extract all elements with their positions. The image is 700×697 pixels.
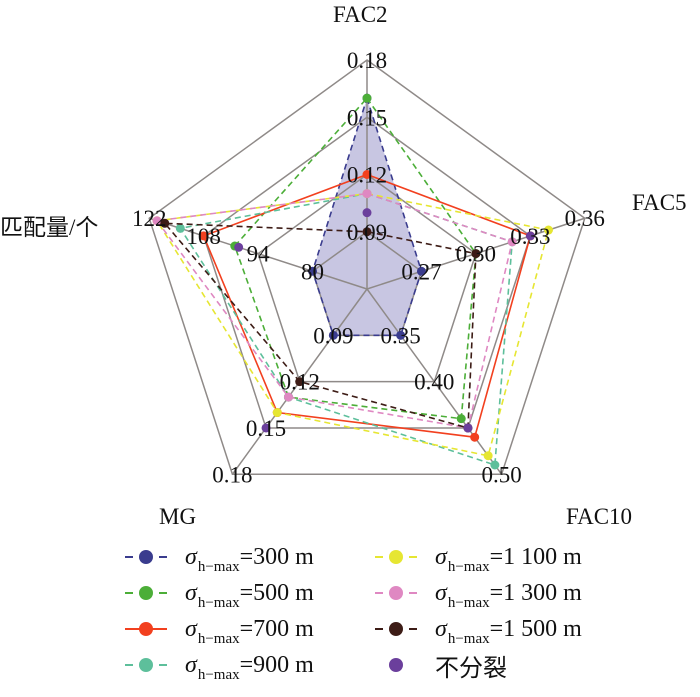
- tick-label: 0.30: [456, 242, 496, 267]
- data-point: [471, 249, 481, 259]
- series-line: [233, 96, 477, 420]
- data-point: [234, 242, 244, 252]
- series-line: [155, 192, 514, 429]
- data-point: [483, 451, 493, 461]
- data-point: [295, 377, 305, 387]
- axis-title-fac5: FAC5: [632, 190, 687, 215]
- grid-ring: [257, 173, 477, 383]
- tick-label: 0.35: [381, 323, 421, 348]
- data-point: [525, 231, 535, 241]
- legend-sigma: σ: [435, 615, 447, 642]
- legend-label: =1 500 m: [489, 615, 582, 642]
- axis-spoke: [148, 217, 368, 290]
- data-point: [160, 218, 170, 228]
- data-point: [362, 170, 372, 179]
- data-point: [261, 423, 271, 433]
- legend-label: 不分裂: [435, 655, 507, 682]
- tick-label: 0.50: [481, 462, 521, 487]
- data-point: [175, 223, 185, 233]
- legend-marker-icon: [125, 547, 167, 567]
- legend-subscript: h−max: [447, 594, 490, 611]
- data-point: [283, 392, 293, 402]
- data-point: [507, 237, 517, 247]
- tick-label: 0.15: [347, 105, 387, 130]
- legend-label: =900 m: [239, 651, 314, 678]
- data-point: [272, 408, 282, 418]
- axis-title-fac2: FAC2: [333, 2, 388, 27]
- legend-label: =700 m: [239, 615, 314, 642]
- data-point: [308, 266, 318, 276]
- axis-title-fac10: FAC10: [566, 504, 633, 529]
- legend-label: =500 m: [239, 579, 314, 606]
- data-point: [362, 208, 372, 218]
- data-point: [543, 225, 553, 235]
- tick-label: 0.09: [347, 220, 387, 245]
- tick-label: 0.15: [246, 416, 286, 441]
- legend-sigma: σ: [185, 579, 197, 606]
- legend-sigma: σ: [435, 579, 447, 606]
- data-point: [396, 330, 406, 340]
- tick-label: 0.18: [347, 48, 387, 73]
- tick-label: 0.09: [313, 323, 353, 348]
- legend-marker-icon: [375, 547, 417, 567]
- data-point: [490, 460, 500, 470]
- data-point: [470, 432, 480, 442]
- legend-marker-icon: [125, 619, 167, 639]
- data-point: [362, 189, 372, 199]
- tick-label: 0.12: [280, 370, 320, 395]
- legend-subscript: h−max: [447, 558, 490, 575]
- legend-sigma: σ: [185, 615, 197, 642]
- legend-label: =300 m: [239, 543, 314, 570]
- data-point: [362, 93, 372, 103]
- axis-title-mg: MG: [159, 504, 197, 529]
- legend-subscript: h−max: [447, 630, 490, 647]
- grid-ring: [148, 59, 586, 476]
- data-point: [328, 330, 338, 340]
- data-point: [362, 227, 372, 237]
- legend-subscript: h−max: [197, 558, 240, 575]
- axis-title-match-count: 匹配量/个: [0, 215, 99, 240]
- legend-subscript: h−max: [197, 666, 240, 683]
- legend-marker-icon: [375, 619, 417, 639]
- legend-label: =1 100 m: [489, 543, 582, 570]
- tick-label: 0.12: [347, 163, 387, 188]
- tick-label: 0.36: [565, 206, 605, 231]
- tick-label: 0.33: [510, 224, 550, 249]
- legend-sigma: σ: [185, 543, 197, 570]
- legend-sigma: σ: [185, 651, 197, 678]
- tick-label: 80: [301, 259, 324, 284]
- data-point: [199, 231, 209, 241]
- grid-ring: [202, 116, 532, 429]
- tick-label: 0.40: [414, 370, 454, 395]
- legend-sigma: σ: [435, 543, 447, 570]
- tick-label: 94: [247, 242, 271, 267]
- data-point: [152, 216, 162, 226]
- tick-label: 108: [186, 224, 221, 249]
- axis-spoke: [366, 288, 503, 475]
- data-point: [416, 266, 426, 276]
- legend-label: =1 300 m: [489, 579, 582, 606]
- legend-marker-icon: [375, 655, 417, 675]
- legend-marker-icon: [125, 655, 167, 675]
- series-line: [162, 222, 477, 429]
- data-point: [463, 423, 473, 433]
- legend-subscript: h−max: [197, 594, 240, 611]
- tick-label: 122: [132, 206, 167, 231]
- series-line: [179, 192, 514, 467]
- legend-marker-icon: [375, 583, 417, 603]
- legend-subscript: h−max: [197, 630, 240, 647]
- tick-label: 0.18: [212, 462, 252, 487]
- tick-label: 0.27: [401, 259, 441, 284]
- legend-item: 不分裂: [375, 648, 507, 682]
- series-line: [311, 95, 423, 337]
- legend-marker-icon: [125, 583, 167, 603]
- data-point: [456, 414, 466, 424]
